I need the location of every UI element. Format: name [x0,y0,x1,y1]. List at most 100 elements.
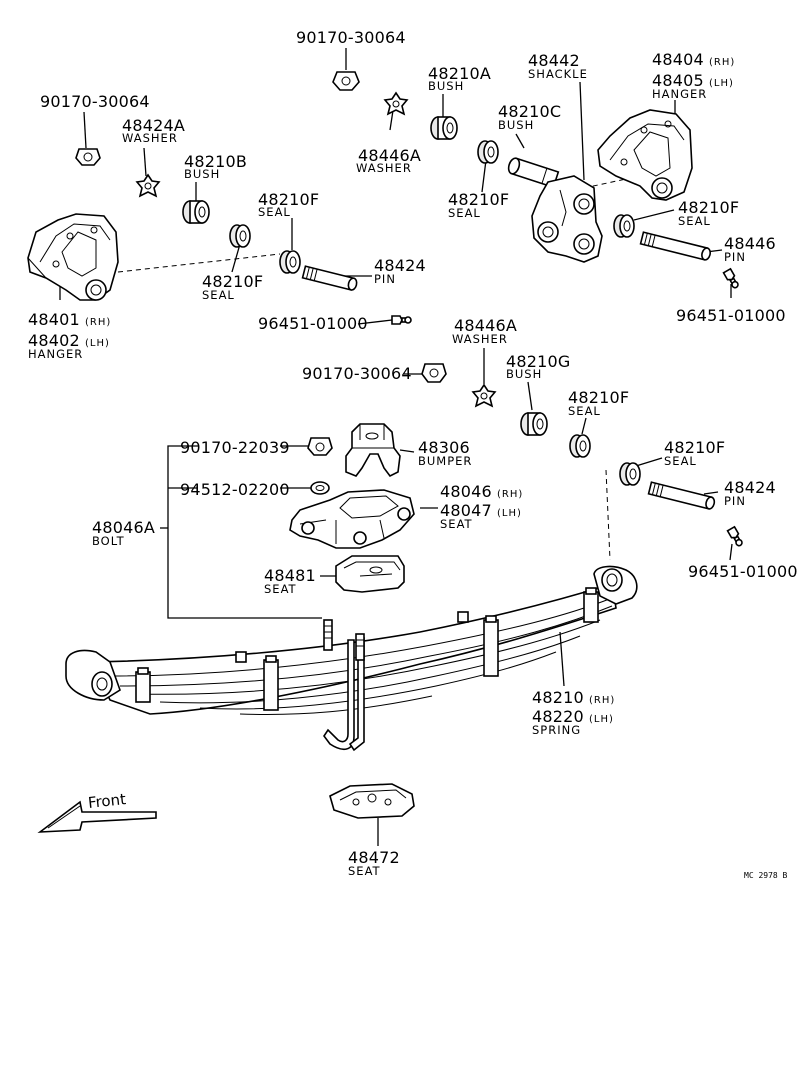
seat-lower-number: 48472 [348,848,400,867]
seal-icon [477,140,499,164]
seat-upper-name: SEAT [440,517,473,531]
seat-upper-rh-row: 48046 (RH) [440,484,523,500]
front-arrow-icon [37,800,157,833]
spring-clip [583,587,599,623]
hanger-rear-rh-number: 48404 [652,50,704,69]
fitting-left-number: 96451-01000 [258,314,368,333]
bolt-number: 48046A [92,518,156,537]
washer-top-name: WASHER [356,161,412,175]
seal-icon [279,250,301,274]
spring-name: SPRING [532,723,582,737]
seal-icon [613,214,635,238]
grease-fitting-icon [722,267,739,289]
seal-shackle-right-name: SEAL [678,214,711,228]
seat-lower-name: SEAT [348,864,381,878]
hanger-rear-name: HANGER [652,87,708,101]
pin-right-lower-number: 48424 [724,478,776,497]
pin-right-lower-name: PIN [724,494,746,508]
washer-top-number: 48446A [358,146,422,165]
bumper-icon [345,423,401,478]
washer-mid-name: WASHER [452,332,508,346]
pin-right-upper-number: 48446 [724,234,776,253]
spring-rh-number: 48210 [532,688,584,707]
hanger-rear-lh-row: 48405 (LH) [652,73,734,89]
nut-icon [307,437,333,456]
shackle-number: 48442 [528,51,580,70]
spring-eye-front [65,649,121,701]
hanger-rear-lh-side: (LH) [709,78,734,89]
hanger-icon [27,213,119,301]
star-washer-icon [471,383,497,408]
spring-clip [135,667,151,703]
seal-shackle-left-name: SEAL [448,206,481,220]
hanger-rear-rh-row: 48404 (RH) [652,52,735,68]
pin-left-name: PIN [374,272,396,286]
lock-washer-icon [310,481,330,495]
spring-clip [483,615,499,677]
pin-icon [639,231,711,261]
seal-mid-number: 48210F [568,388,630,407]
bush-mid-number: 48210G [506,352,571,371]
seal-lower-left-number: 48210F [202,272,264,291]
seat-spacer-name: SEAT [264,582,297,596]
bush-shackle-number: 48210C [498,102,562,121]
seal-upper-left-number: 48210F [258,190,320,209]
bush-left-number: 48210B [184,152,248,171]
spring-lh-row: 48220 (LH) [532,709,614,725]
washer-left-number: 48424A [122,116,186,135]
washer-left-name: WASHER [122,131,178,145]
seal-icon [569,434,591,458]
nut-icon [332,71,360,91]
nut-ubolt-number: 90170-22039 [180,438,290,457]
hanger-front-name: HANGER [28,347,84,361]
figure-code: MC 2978 B [744,871,788,880]
bolt-name: BOLT [92,534,125,548]
seal-mid-name: SEAL [568,404,601,418]
bush-top-name: BUSH [428,79,465,93]
shackle-name: SHACKLE [528,67,588,81]
seal-shackle-left-number: 48210F [448,190,510,209]
seal-shackle-right-number: 48210F [678,198,740,217]
spring-lh-side: (LH) [589,714,614,725]
bush-shackle-name: BUSH [498,118,535,132]
nut-icon [421,363,447,383]
spring-seat-icon [329,783,415,819]
bolt-thread [323,619,365,661]
nut-mid-number: 90170-30064 [302,364,412,383]
hanger-front-lh-row: 48402 (LH) [28,333,110,349]
bush-icon [182,200,210,224]
fitting-right-lower-number: 96451-01000 [688,562,798,581]
seat-upper-rh-side: (RH) [497,489,524,500]
fitting-right-upper-number: 96451-01000 [676,306,786,325]
seat-spacer-number: 48481 [264,566,316,585]
spring-lh-number: 48220 [532,707,584,726]
spring-clip [263,655,279,711]
pin-left-number: 48424 [374,256,426,275]
bush-icon [520,412,548,436]
bush-mid-name: BUSH [506,367,543,381]
seal-lower-left-name: SEAL [202,288,235,302]
hanger-front-lh-number: 48402 [28,331,80,350]
spring-rh-row: 48210 (RH) [532,690,615,706]
pin-icon [647,481,716,510]
front-arrow-label: Front [87,790,127,812]
seat-upper-rh-number: 48046 [440,482,492,501]
spring-rh-side: (RH) [589,695,616,706]
pin-icon [301,265,358,291]
bumper-number: 48306 [418,438,470,457]
bumper-name: BUMPER [418,454,473,468]
star-washer-icon [135,173,161,198]
seal-lower-right-number: 48210F [664,438,726,457]
bush-top-number: 48210A [428,64,492,83]
nut-top-number: 90170-30064 [296,28,406,47]
pin-right-upper-name: PIN [724,250,746,264]
seal-icon [229,224,251,248]
bush-icon [430,116,458,140]
spring-seat-icon [335,555,405,593]
shackle-icon [507,157,603,263]
hanger-icon [597,109,693,201]
hanger-rear-lh-number: 48405 [652,71,704,90]
hanger-front-lh-side: (LH) [85,338,110,349]
